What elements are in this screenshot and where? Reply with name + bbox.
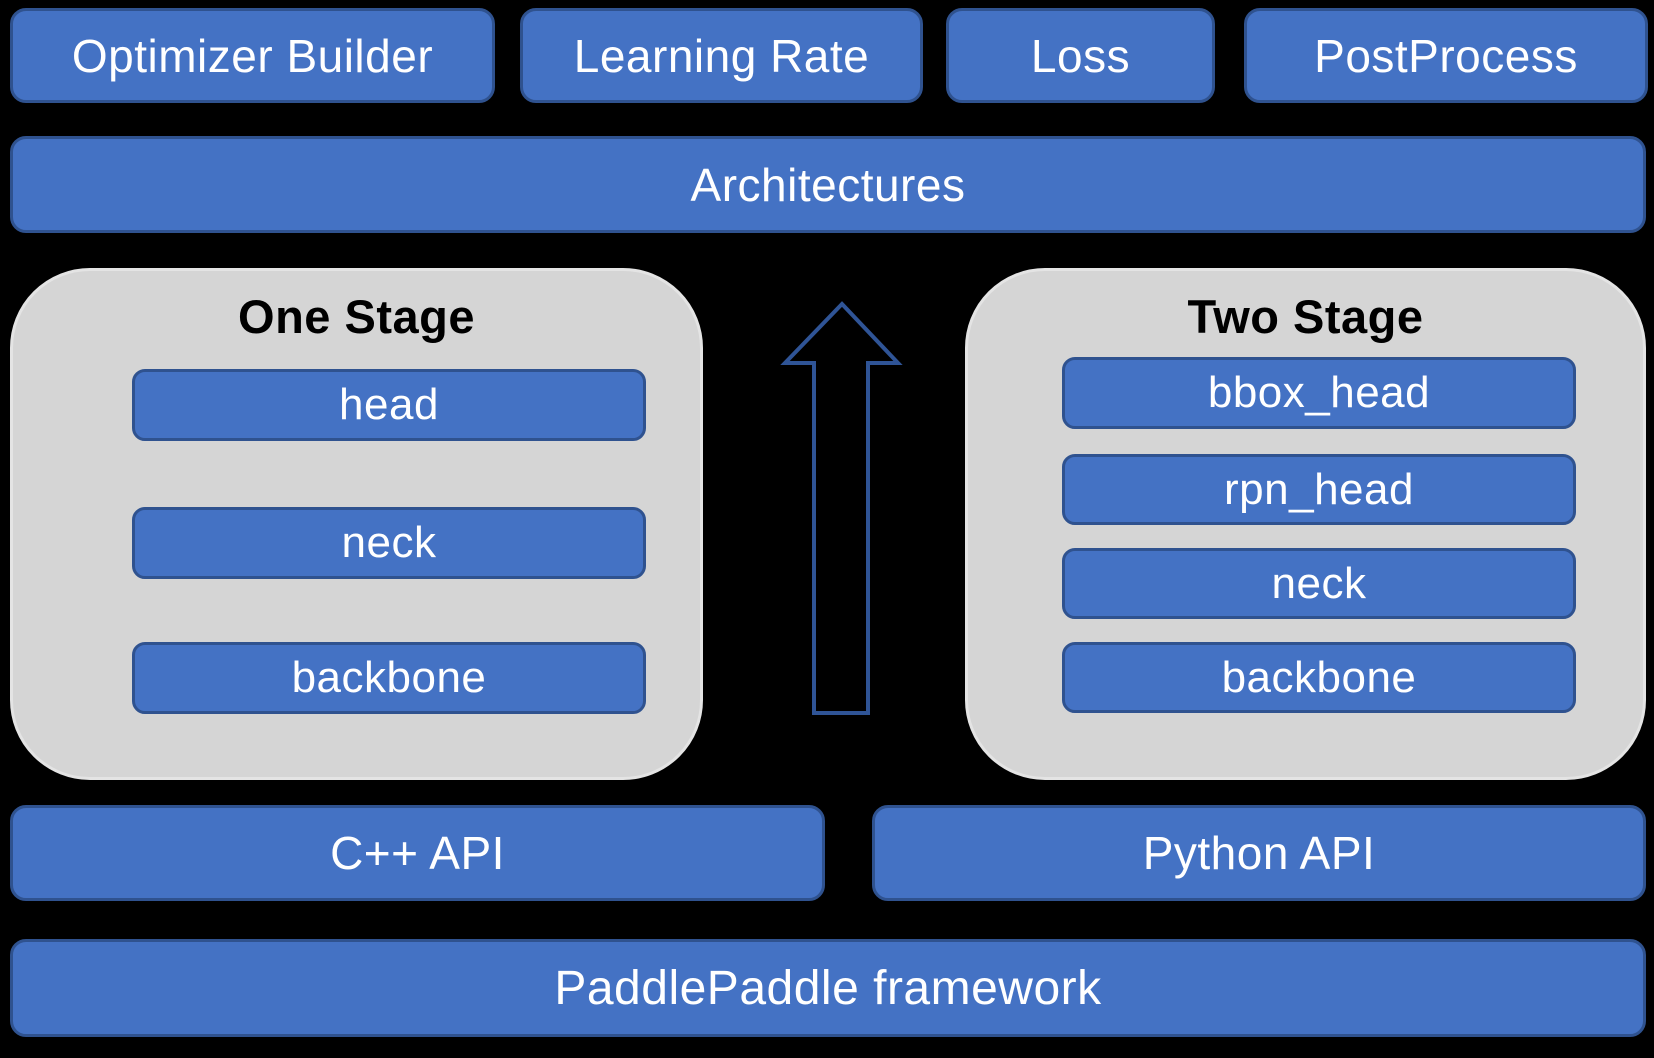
two-stage-bbox-head-box: bbox_head — [1062, 357, 1576, 429]
paddlepaddle-framework-bar: PaddlePaddle framework — [10, 939, 1646, 1037]
one-stage-container: One Stage head neck backbone — [10, 268, 703, 780]
up-arrow-icon — [780, 296, 904, 720]
loss-box: Loss — [946, 8, 1215, 103]
python-api-box: Python API — [872, 805, 1646, 901]
one-stage-title: One Stage — [238, 290, 475, 343]
two-stage-title: Two Stage — [1187, 290, 1424, 343]
two-stage-neck-box: neck — [1062, 548, 1576, 619]
two-stage-rpn-head-box: rpn_head — [1062, 454, 1576, 525]
learning-rate-box: Learning Rate — [520, 8, 923, 103]
two-stage-container: Two Stage bbox_head rpn_head neck backbo… — [965, 268, 1646, 780]
one-stage-head-box: head — [132, 369, 646, 441]
optimizer-builder-box: Optimizer Builder — [10, 8, 495, 103]
cpp-api-box: C++ API — [10, 805, 825, 901]
postprocess-box: PostProcess — [1244, 8, 1648, 103]
one-stage-neck-box: neck — [132, 507, 646, 579]
one-stage-backbone-box: backbone — [132, 642, 646, 714]
architectures-bar: Architectures — [10, 136, 1646, 233]
two-stage-backbone-box: backbone — [1062, 642, 1576, 713]
